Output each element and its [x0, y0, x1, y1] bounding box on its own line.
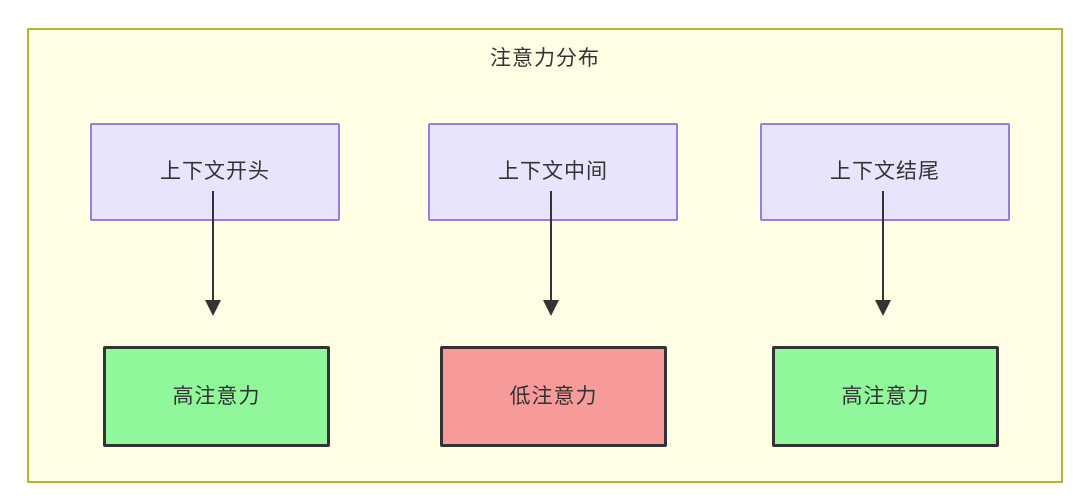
node-attention-end-label: 高注意力: [841, 384, 930, 408]
node-attention-middle[interactable]: 低注意力: [440, 346, 667, 447]
node-context-end[interactable]: 上下文结尾: [760, 123, 1010, 221]
subgraph-title: 注意力分布: [490, 47, 600, 70]
node-context-middle-label: 上下文中间: [498, 160, 608, 184]
node-attention-start-label: 高注意力: [172, 384, 261, 408]
node-attention-end[interactable]: 高注意力: [772, 346, 999, 447]
node-context-start-label: 上下文开头: [160, 160, 270, 184]
node-context-middle[interactable]: 上下文中间: [428, 123, 678, 221]
attention-distribution-subgraph: 注意力分布 上下文开头 高注意力 上下文中间 低注意力 上下文结尾 高注意力: [27, 28, 1063, 483]
node-attention-middle-label: 低注意力: [509, 384, 598, 408]
node-context-end-label: 上下文结尾: [830, 160, 940, 184]
node-context-start[interactable]: 上下文开头: [90, 123, 340, 221]
node-attention-start[interactable]: 高注意力: [103, 346, 330, 447]
